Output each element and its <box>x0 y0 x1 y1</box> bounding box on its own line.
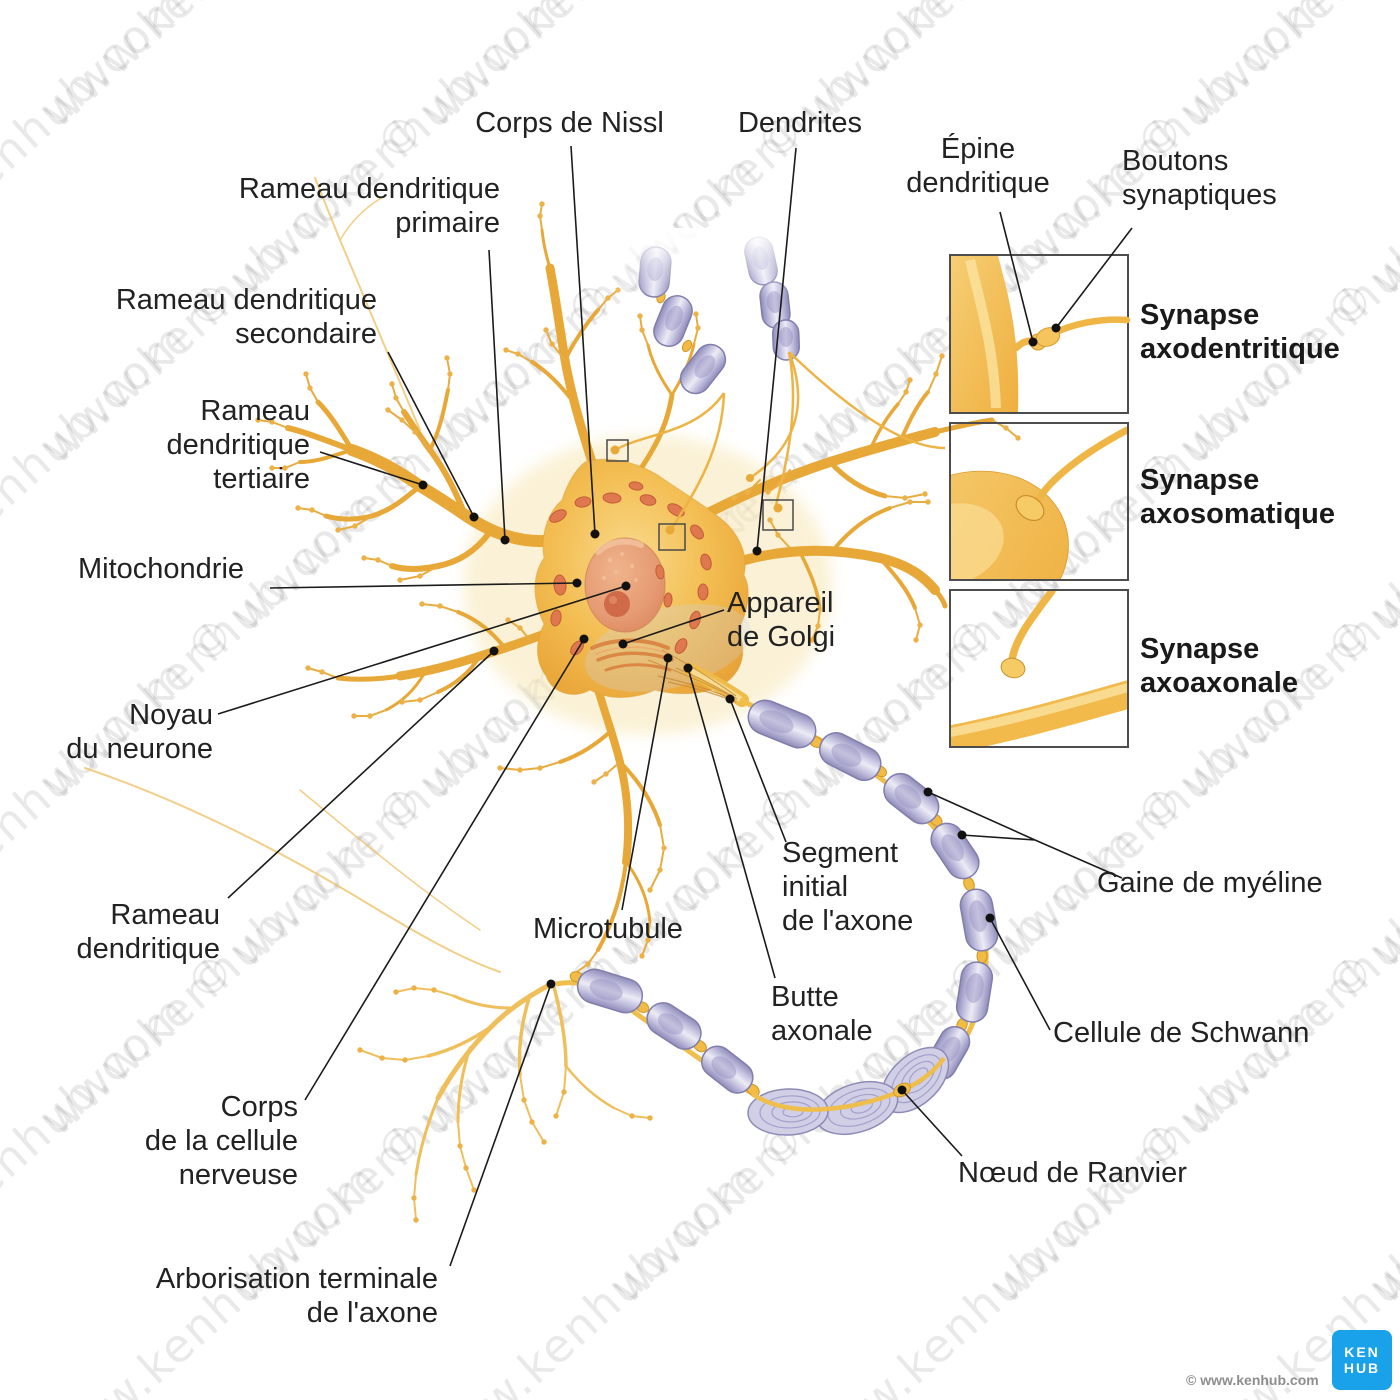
leader-lines <box>217 145 1133 1267</box>
label-epine-dendritique: Épine dendritique <box>906 133 1050 199</box>
label-arborisation-terminale: Arborisation terminale de l'axone <box>155 1263 438 1329</box>
synaptic-boutons-small <box>610 445 783 535</box>
label-rameau-dendritique-tertiaire: Rameau dendritique tertiaire <box>166 395 311 495</box>
inset-synapse-axodendritique <box>949 254 1131 414</box>
label-cellule-de-schwann: Cellule de Schwann <box>1053 1017 1310 1049</box>
label-appareil-de-golgi: Appareil de Golgi <box>727 587 836 653</box>
label-rameau-dendritique-secondaire: Rameau dendritique secondaire <box>115 284 377 350</box>
label-mitochondrie: Mitochondrie <box>78 553 245 585</box>
label-rameau-dendritique: Rameau dendritique <box>76 899 221 965</box>
terminal-arborization <box>414 980 616 1177</box>
label-dendrites: Dendrites <box>737 107 863 139</box>
kenhub-logo-line1: KEN <box>1344 1344 1380 1360</box>
label-segment-initial: Segment initial de l'axone <box>782 837 914 937</box>
presynaptic-fibers <box>611 351 946 529</box>
label-synapse-axosomatique: Synapse axosomatique <box>1140 464 1335 530</box>
inset-synapse-axosomatique <box>949 422 1129 581</box>
leader-dots <box>418 323 1061 1095</box>
schwann-cells-unrolled <box>747 1046 950 1136</box>
copyright-text: © www.kenhub.com <box>1186 1372 1319 1388</box>
label-gaine-de-myeline: Gaine de myéline <box>1097 867 1323 899</box>
label-boutons-synaptiques: Boutons synaptiques <box>1122 145 1277 211</box>
label-corps-de-nissl: Corps de Nissl <box>475 107 664 139</box>
kenhub-logo: KEN HUB <box>1332 1330 1392 1390</box>
label-butte-axonale: Butte axonale <box>771 981 873 1047</box>
label-rameau-dendritique-primaire: Rameau dendritique primaire <box>238 173 500 239</box>
label-synapse-axoaxonale: Synapse axoaxonale <box>1140 633 1298 699</box>
nucleus-speckles <box>602 552 638 582</box>
dendrite-trees <box>84 177 1021 1223</box>
zoom-marker-squares <box>606 439 794 551</box>
label-synapse-axodendritique: Synapse axodentritique <box>1140 299 1340 365</box>
label-corps-cellule-nerveuse: Corps de la cellule nerveuse <box>144 1091 298 1191</box>
kenhub-logo-line2: HUB <box>1343 1360 1381 1376</box>
label-noyau-du-neurone: Noyau du neurone <box>66 699 213 765</box>
nucleolus <box>604 591 630 617</box>
inset-synapse-axoaxonale <box>949 589 1129 748</box>
label-noeud-de-ranvier: Nœud de Ranvier <box>958 1157 1187 1189</box>
label-microtubule: Microtubule <box>533 913 683 945</box>
